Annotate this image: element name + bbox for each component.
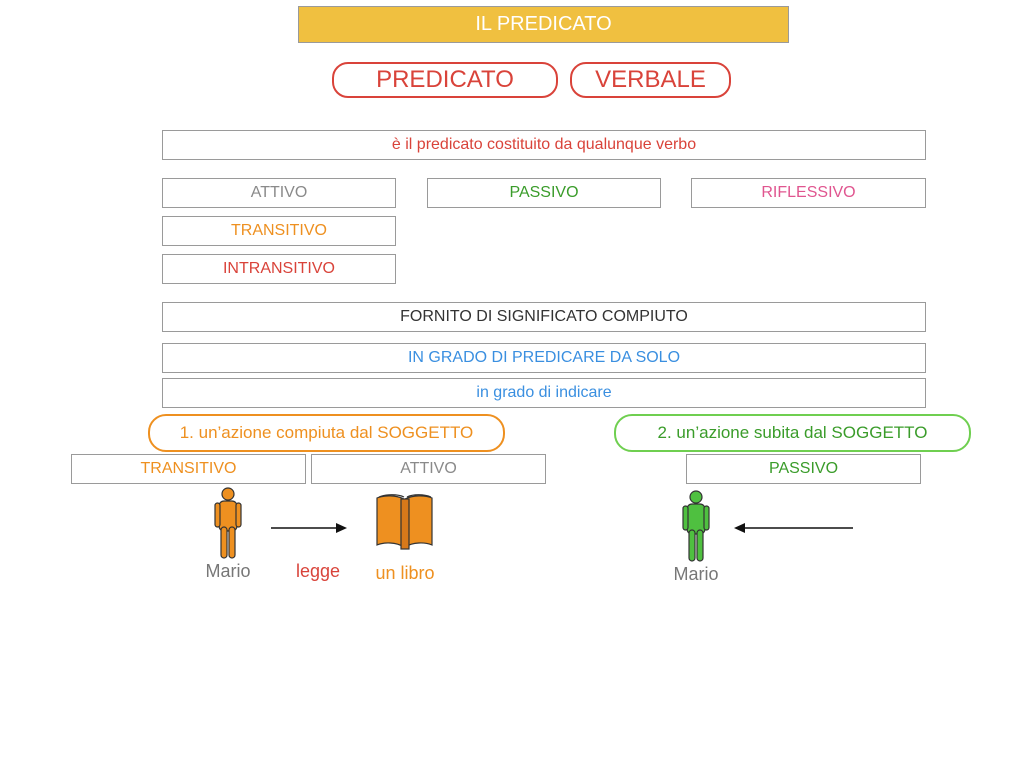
pill-predicato: PREDICATO [332,62,558,98]
branch2-passivo-box: PASSIVO [686,454,921,484]
box-riflessivo: RIFLESSIVO [691,178,926,208]
branch2-label: 2. un’azione subita dal SOGGETTO [657,423,928,442]
branch2-passivo-label: PASSIVO [768,460,839,477]
branch1-transitivo-label: TRANSITIVO [140,460,237,477]
box-fornito: FORNITO DI SIGNIFICATO COMPIUTO [162,302,926,332]
pill-verbale-label: VERBALE [595,66,706,93]
attivo-label: ATTIVO [250,184,308,201]
branch1-pill: 1. un’azione compiuta dal SOGGETTO [148,414,505,452]
arrow-right-icon [270,520,350,536]
box-passivo: PASSIVO [427,178,661,208]
in-grado-indicare-label: in grado di indicare [476,384,612,401]
definition-box: è il predicato costituito da qualunque v… [162,130,926,160]
arrow-left-icon [733,520,855,536]
pill-predicato-label: PREDICATO [376,66,514,93]
box-attivo: ATTIVO [162,178,396,208]
box-transitivo: TRANSITIVO [162,216,396,246]
definition-text: è il predicato costituito da qualunque v… [391,136,697,153]
title-text: IL PREDICATO [475,13,612,35]
intransitivo-label: INTRANSITIVO [222,260,335,277]
branch1-attivo-box: ATTIVO [311,454,546,484]
passivo-label: PASSIVO [509,184,579,201]
mario-label-2: Mario [673,564,719,584]
branch1-attivo-label: ATTIVO [400,460,457,477]
legge-label: legge [295,561,341,581]
subject-mario: Mario [198,561,258,582]
subject-mario-2: Mario [666,564,726,585]
box-intransitivo: INTRANSITIVO [162,254,396,284]
verb-legge: legge [286,561,350,582]
title-banner: IL PREDICATO [298,6,789,43]
riflessivo-label: RIFLESSIVO [761,184,856,201]
un-libro-label: un libro [375,563,435,583]
in-grado-predicare-label: IN GRADO DI PREDICARE DA SOLO [407,349,681,366]
person-icon [213,487,243,559]
branch1-label: 1. un’azione compiuta dal SOGGETTO [179,423,474,442]
fornito-label: FORNITO DI SIGNIFICATO COMPIUTO [400,308,688,325]
box-in-grado-predicare: IN GRADO DI PREDICARE DA SOLO [162,343,926,373]
pill-verbale: VERBALE [570,62,731,98]
book-icon [374,493,436,551]
person-icon [681,490,711,562]
branch2-pill: 2. un’azione subita dal SOGGETTO [614,414,971,452]
transitivo-label: TRANSITIVO [230,222,327,239]
mario-label-1: Mario [205,561,251,581]
branch1-transitivo-box: TRANSITIVO [71,454,306,484]
box-in-grado-indicare: in grado di indicare [162,378,926,408]
object-un-libro: un libro [368,563,442,584]
